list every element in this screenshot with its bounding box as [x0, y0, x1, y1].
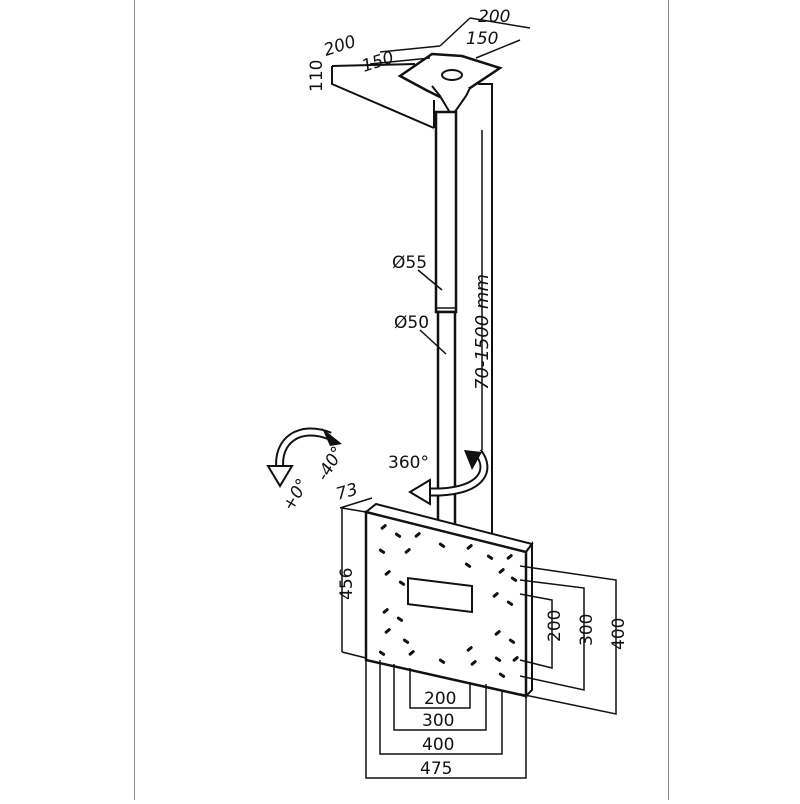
- left-border-line: [134, 0, 135, 800]
- mounting-slots: [378, 524, 519, 678]
- plate-height-dimension: [341, 507, 367, 659]
- tilt-min-label: +0°: [279, 475, 313, 514]
- mounting-slot: [384, 570, 391, 576]
- pole-outer-diameter-label: Ø55: [392, 253, 427, 273]
- vesa-horizontal-200-label: 200: [424, 689, 456, 709]
- ceiling-height-label: 110: [307, 60, 327, 92]
- mounting-slot: [382, 608, 389, 614]
- vesa-vertical-dimensions: [519, 565, 617, 715]
- mounting-slot: [398, 580, 406, 586]
- ceiling-depth-inner-label: 150: [359, 48, 396, 77]
- vesa-horizontal-300-label: 300: [422, 711, 454, 731]
- vesa-vertical-200-label: 200: [545, 610, 565, 642]
- swivel-label: 360°: [388, 453, 429, 473]
- mounting-slot: [378, 548, 386, 554]
- mounting-slot: [492, 592, 499, 598]
- mounting-slot: [404, 548, 411, 554]
- outer-diameter-leader: [417, 269, 443, 291]
- vesa-vertical-400-label: 400: [609, 618, 629, 650]
- tv-plate: [363, 502, 534, 699]
- mounting-slot: [486, 554, 494, 560]
- mounting-slot: [498, 568, 505, 574]
- mounting-slot: [464, 562, 472, 568]
- mounting-slot: [498, 672, 506, 678]
- ceiling-plate: [331, 17, 531, 560]
- mounting-slot: [466, 646, 473, 652]
- plate-depth-dimension-line: [339, 497, 373, 509]
- vesa-vertical-300-label: 300: [577, 614, 597, 646]
- mounting-slot: [378, 650, 386, 656]
- vesa-horizontal-400-label: 400: [422, 735, 454, 755]
- mounting-slot: [408, 650, 415, 656]
- pole-inner-diameter-label: Ø50: [394, 313, 429, 333]
- mounting-slot: [384, 628, 391, 634]
- plate-height-label: 456: [337, 568, 357, 600]
- mounting-slot: [510, 576, 518, 582]
- vesa-horizontal-dimensions: [365, 660, 527, 779]
- plate-depth-label: 73: [334, 480, 360, 505]
- mounting-slot: [494, 630, 501, 636]
- mounting-slot: [438, 658, 446, 664]
- mounting-slot: [380, 524, 387, 530]
- vesa-horizontal-475-label: 475: [420, 759, 452, 779]
- swivel-arrow: [408, 449, 489, 506]
- mounting-slot: [494, 656, 502, 662]
- tilt-arrow: [266, 427, 342, 488]
- mounting-slot: [394, 532, 402, 538]
- ceiling-depth-label: 200: [321, 32, 358, 61]
- mounting-slot: [508, 638, 516, 644]
- mounting-slot: [414, 532, 421, 538]
- pole-length-label: 70-1500 mm: [472, 274, 493, 390]
- pole: [434, 110, 458, 534]
- mounting-slot: [506, 554, 513, 560]
- ceiling-width-label: 200: [478, 7, 510, 27]
- mounting-slot: [506, 600, 514, 606]
- tilt-max-label: -40°: [313, 443, 348, 484]
- mounting-slot: [438, 542, 446, 548]
- mounting-slot: [402, 638, 410, 644]
- mounting-slot: [470, 660, 477, 666]
- ceiling-width-inner-label: 150: [466, 29, 498, 49]
- right-border-line: [668, 0, 669, 800]
- mounting-slot: [512, 656, 519, 662]
- inner-diameter-leader: [419, 329, 447, 355]
- mounting-slot: [396, 616, 404, 622]
- mounting-slot: [466, 544, 473, 550]
